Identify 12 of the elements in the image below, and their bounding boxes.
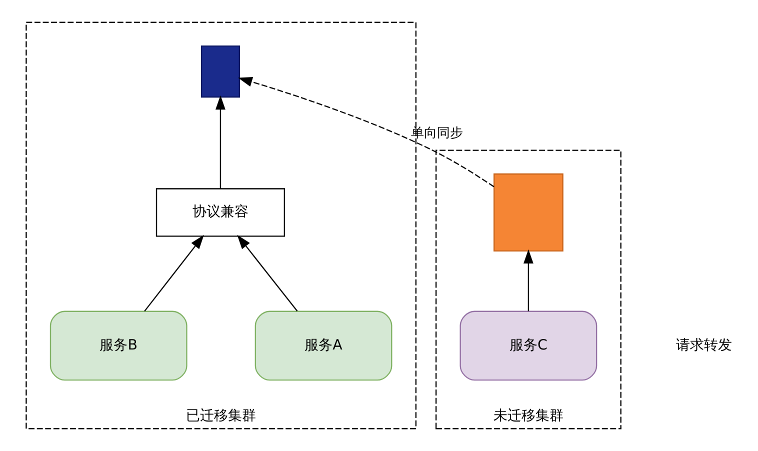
label: 请求转发	[675, 337, 732, 354]
arrow	[144, 234, 204, 312]
node-box: 服务C	[459, 310, 597, 381]
node-box: 服务B	[49, 310, 187, 381]
node-box	[493, 173, 563, 252]
arrow	[238, 77, 494, 188]
node-box	[200, 45, 240, 98]
node-box: 协议兼容	[155, 188, 285, 237]
arrow	[522, 249, 533, 312]
arrow	[236, 234, 298, 312]
node-box: 服务A	[254, 310, 392, 381]
arrow	[215, 95, 225, 189]
